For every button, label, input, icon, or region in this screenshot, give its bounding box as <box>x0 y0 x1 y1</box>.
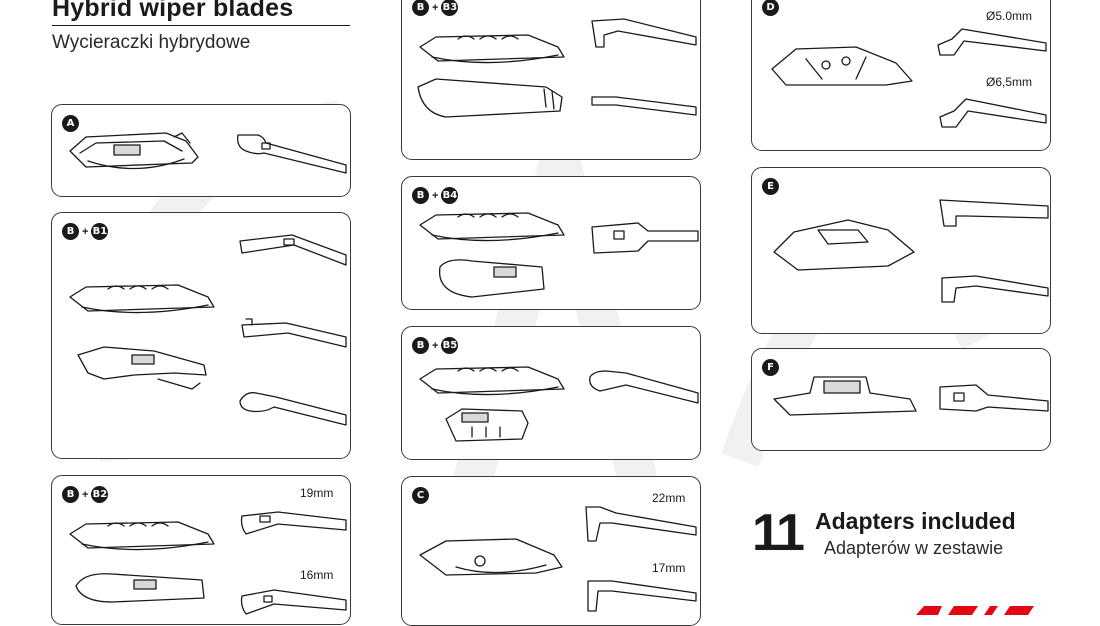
adapter-f-illustration <box>773 376 917 416</box>
badge-b: B <box>62 486 79 503</box>
page-subtitle: Wycieraczki hybrydowe <box>52 32 251 53</box>
size-label-16mm: 16mm <box>300 568 334 582</box>
badge-b5: B5 <box>441 337 459 354</box>
adapter-b-illustration <box>419 366 565 396</box>
panel-badges: A <box>62 115 79 132</box>
size-label-22mm: 22mm <box>652 491 686 505</box>
wiper-arm-b3-bottom <box>591 96 697 116</box>
panel-a: A <box>51 104 351 197</box>
badge-b: B <box>412 337 429 354</box>
title-underline <box>52 25 350 26</box>
panel-badges: D <box>762 0 779 16</box>
panel-badges: E <box>762 178 779 195</box>
panel-b-b2: B + B2 19mm 16mm <box>51 475 351 625</box>
adapter-count: 11 <box>752 504 805 562</box>
panel-badges: C <box>412 487 429 504</box>
size-label-d5: Ø5.0mm <box>986 9 1033 23</box>
panel-c: C 22mm 17mm <box>401 476 701 626</box>
badge-b3: B3 <box>441 0 459 16</box>
wiper-arm-16mm <box>240 589 347 615</box>
wiper-arm-b4 <box>591 222 699 254</box>
panel-badges: B + B1 <box>62 223 109 240</box>
wiper-arm-b1-top <box>239 234 347 266</box>
panel-badges: B + B4 <box>412 187 459 204</box>
wiper-arm-19mm <box>240 511 347 535</box>
badge-e: E <box>762 178 779 195</box>
adapter-b1-illustration <box>77 346 207 390</box>
badge-b4: B4 <box>441 187 459 204</box>
adapter-b4-illustration <box>438 259 545 298</box>
adapter-b-illustration <box>69 521 215 551</box>
panel-b-b5: B + B5 <box>401 326 701 460</box>
wiper-arm-17mm <box>587 580 697 612</box>
adapter-c-illustration <box>419 538 563 576</box>
badge-c: C <box>412 487 429 504</box>
panel-badges: B + B3 <box>412 0 459 16</box>
wiper-arm-f <box>939 384 1049 412</box>
brand-logo <box>916 606 1034 615</box>
badge-f: F <box>762 359 779 376</box>
panel-b-b1: B + B1 <box>51 212 351 459</box>
badge-b2: B2 <box>91 486 109 503</box>
badge-b: B <box>412 0 429 16</box>
panel-d: D Ø5.0mm Ø6,5mm <box>751 0 1051 151</box>
wiper-arm-b1-bottom <box>239 392 347 426</box>
wiper-arm-b3-top <box>591 18 697 48</box>
adapter-b3-illustration <box>417 78 563 118</box>
panel-b-b4: B + B4 <box>401 176 701 310</box>
wiper-arm-e-top <box>939 199 1049 227</box>
wiper-arm-b5 <box>589 370 699 404</box>
panel-e: E <box>751 167 1051 334</box>
badge-a: A <box>62 115 79 132</box>
panel-badges: F <box>762 359 779 376</box>
page-title: Hybrid wiper blades <box>52 0 294 22</box>
badge-d: D <box>762 0 779 16</box>
adapters-subtitle: Adapterów w zestawie <box>824 538 1004 558</box>
adapter-b2-illustration <box>75 573 205 603</box>
wiper-arm-a <box>237 134 347 174</box>
panel-badges: B + B2 <box>62 486 109 503</box>
badge-b: B <box>412 187 429 204</box>
adapter-e-illustration <box>773 219 915 271</box>
badge-b1: B1 <box>91 223 109 240</box>
panel-b-b3: B + B3 <box>401 0 701 160</box>
wiper-arm-b1-mid <box>241 318 347 348</box>
size-label-19mm: 19mm <box>300 486 334 500</box>
adapter-b-illustration <box>69 284 215 314</box>
wiper-arm-e-bottom <box>941 275 1049 303</box>
panel-f: F <box>751 348 1051 451</box>
badge-b: B <box>62 223 79 240</box>
adapter-a-illustration <box>69 132 199 170</box>
size-label-17mm: 17mm <box>652 561 686 575</box>
wiper-arm-22mm <box>585 506 697 542</box>
adapter-b5-illustration <box>445 408 529 442</box>
adapter-d-illustration <box>771 46 913 86</box>
pin-arm-5mm <box>937 28 1047 56</box>
adapter-b-illustration <box>419 212 565 242</box>
adapter-b-illustration <box>419 34 565 64</box>
pin-arm-6-5mm <box>939 98 1047 128</box>
size-label-d65: Ø6,5mm <box>986 75 1033 89</box>
adapters-title: Adapters included <box>815 508 1016 534</box>
panel-badges: B + B5 <box>412 337 459 354</box>
